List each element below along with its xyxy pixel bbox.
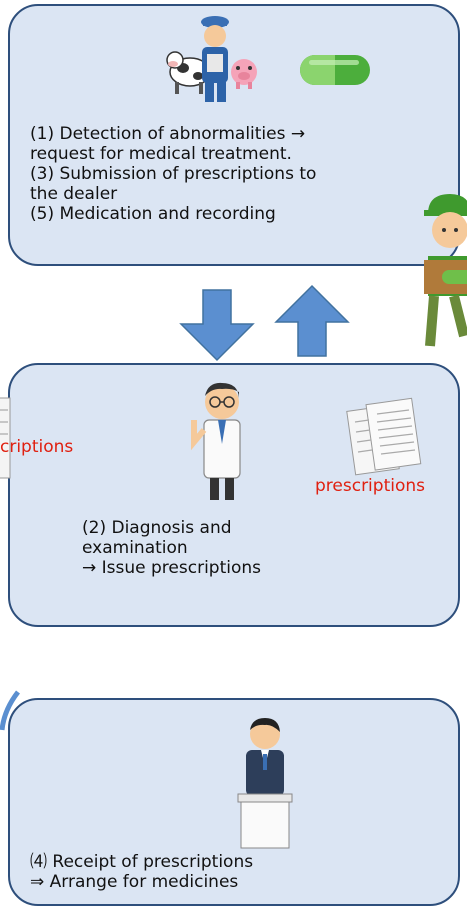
prescriptions-label-left: criptions [0, 437, 74, 457]
dealer-icon [237, 718, 293, 849]
vet-line-1: (2) Diagnosis and [82, 518, 232, 538]
dealer-line-1: ⑷ Receipt of prescriptions [30, 852, 254, 872]
farmer-box [8, 4, 460, 266]
vet-line-2: examination [82, 538, 188, 558]
delivery-man-icon [424, 194, 467, 347]
prescription-papers-icon [346, 397, 422, 476]
curved-arrow-icon [0, 690, 20, 731]
farmer-icon [201, 16, 229, 102]
prescriptions-label-right: prescriptions [315, 476, 425, 496]
doctor-icon [191, 382, 241, 500]
farmer-line-3: (3) Submission of prescriptions to [30, 164, 317, 184]
farmer-text: (1) Detection of abnormalities → request… [30, 124, 430, 224]
farmer-line-1: (1) Detection of abnormalities → [30, 124, 306, 144]
farmer-line-5: (5) Medication and recording [30, 204, 276, 224]
capsule-icon [300, 55, 370, 85]
dealer-text: ⑷ Receipt of prescriptions ⇒ Arrange for… [30, 852, 440, 892]
cow-icon [166, 51, 211, 94]
vet-line-3: → Issue prescriptions [82, 558, 262, 578]
dealer-line-2: ⇒ Arrange for medicines [30, 872, 239, 892]
vet-text: (2) Diagnosis and examination → Issue pr… [82, 518, 412, 578]
dealer-box [8, 698, 460, 906]
pig-icon [231, 59, 257, 89]
down-arrow-icon [179, 289, 255, 362]
farmer-line-4: the dealer [30, 184, 118, 204]
farmer-line-2: request for medical treatment. [30, 144, 292, 164]
up-arrow-icon [274, 284, 350, 357]
prescription-sheet-icon [0, 397, 11, 479]
